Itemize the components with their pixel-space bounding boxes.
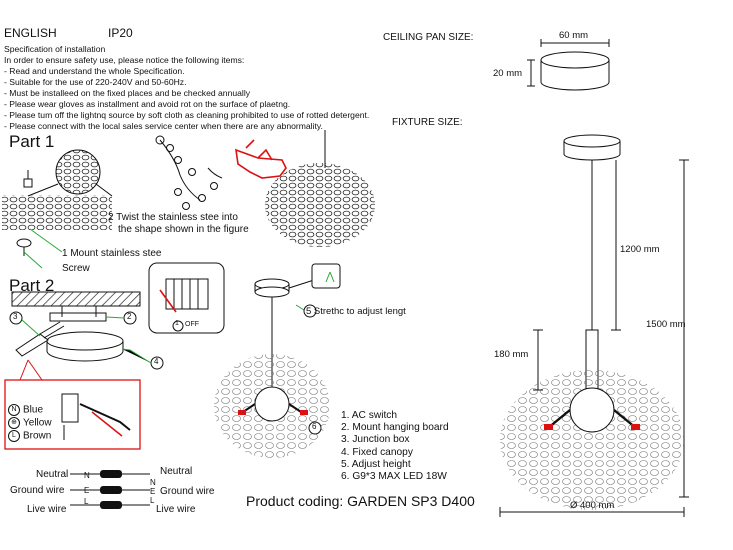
e-left: E <box>84 486 90 495</box>
yellow-label: Yellow <box>23 417 52 429</box>
live-left-label: Live wire <box>27 504 67 515</box>
ground-left-label: Ground wire <box>10 485 65 496</box>
dim-total-height: 1500 mm <box>646 319 686 330</box>
e-right: E <box>150 487 156 496</box>
dim-diameter: Ø 400 mm <box>570 500 615 511</box>
callout-2: 2 <box>127 312 132 321</box>
screw-label: Screw <box>62 263 90 274</box>
l-right: L <box>150 496 155 505</box>
wire-connector-diagram <box>70 470 150 509</box>
neutral-left-label: Neutral <box>36 469 69 480</box>
callout-3: 3 <box>13 312 18 321</box>
spec-line: - Read and understand the whole Specific… <box>4 66 185 76</box>
parts-legend: 1. AC switch 2. Mount hanging board 3. J… <box>341 410 449 483</box>
part1-title: Part 1 <box>9 132 55 151</box>
brown-label: Brown <box>23 430 52 442</box>
part2-title: Part 2 <box>9 276 55 295</box>
l-left: L <box>84 497 89 506</box>
callout-6: 6 <box>312 422 317 431</box>
fixture-size-label: FIXTURE SIZE: <box>392 117 463 128</box>
installed-lamp-figure <box>214 263 341 458</box>
spec-line: - Please tum off the lightnq source by s… <box>4 110 370 120</box>
spec-line: - Must be installeed on the fixed places… <box>4 88 251 98</box>
specification-text: Specification of installation In order t… <box>4 44 369 132</box>
ground-symbol-icon: ⊕ <box>8 417 20 429</box>
spec-line: - Suitable for the use of 220-240V and 5… <box>4 77 187 87</box>
legend-item: 3. Junction box <box>341 434 410 446</box>
blue-label: Blue <box>23 404 44 416</box>
callout-4: 4 <box>154 357 159 366</box>
spec-line: - Please wear gloves as installment and … <box>4 99 291 109</box>
off-label: OFF <box>185 321 199 328</box>
product-coding: Product coding: GARDEN SP3 D400 <box>246 493 475 509</box>
n-left: N <box>84 471 90 480</box>
mount-step-label: 1 Mount stainless stee <box>62 248 162 259</box>
legend-item: 2. Mount hanging board <box>341 422 449 434</box>
legend-item: 5. Adjust height <box>341 458 411 470</box>
legend-item: 4. Fixed canopy <box>341 446 413 458</box>
ac-switch-inset <box>148 262 225 334</box>
legend-item: 1. AC switch <box>341 410 398 421</box>
wiring-detail-box <box>4 359 141 450</box>
dim-canopy-height: 20 mm <box>493 68 523 79</box>
live-symbol-icon: L <box>8 430 20 442</box>
legend-item: 6. G9*3 MAX LED 18W <box>341 471 447 483</box>
neutral-right-label: Neutral <box>160 466 193 477</box>
callout-1: 1 <box>175 320 179 327</box>
dim-canopy-width: 60 mm <box>559 30 589 41</box>
twist-step-label: 2 Twist the stainless stee into <box>108 212 238 223</box>
spec-line: Specification of installation <box>4 44 106 54</box>
dim-rod-length: 180 mm <box>494 349 529 360</box>
wire-yellow: ⊕Yellow <box>8 417 52 429</box>
dimension-fixture-figure <box>499 39 689 517</box>
part1-lamp-figure <box>2 149 113 269</box>
twist-step-label-2: the shape shown in the figure <box>118 224 249 235</box>
neutral-symbol-icon: N <box>8 404 20 416</box>
ceiling-pan-label: CEILING PAN SIZE: <box>383 32 474 43</box>
n-right: N <box>150 478 156 487</box>
ring-cluster-figure <box>265 130 375 247</box>
twisted-wire-figure <box>155 135 223 210</box>
spec-line: - Please connect with the local sales se… <box>4 121 323 131</box>
spec-line: In order to ensure safety use, please no… <box>4 55 245 65</box>
dim-cable-length: 1200 mm <box>620 244 660 255</box>
stretch-label: 5 Strethc to adjust lengt <box>306 306 406 317</box>
ip-rating: IP20 <box>108 26 133 40</box>
part2-canopy-figure <box>9 291 164 370</box>
hand-icon <box>235 139 287 179</box>
ground-right-label: Ground wire <box>160 486 215 497</box>
live-right-label: Live wire <box>156 504 196 515</box>
language-label: ENGLISH <box>4 26 57 40</box>
